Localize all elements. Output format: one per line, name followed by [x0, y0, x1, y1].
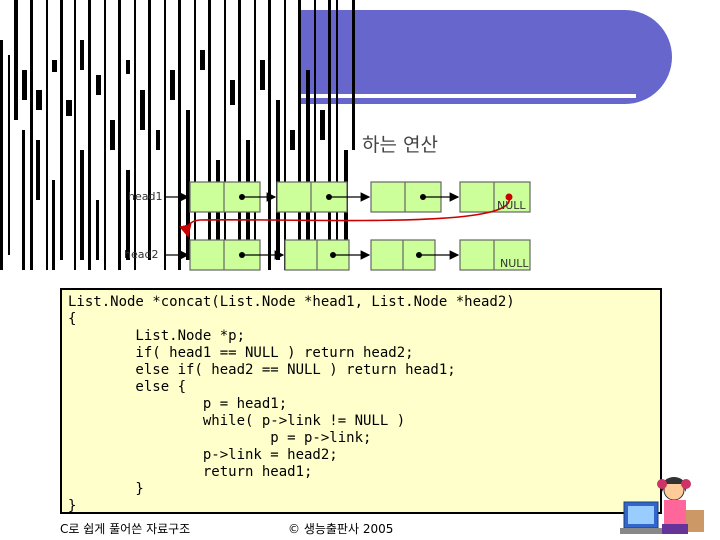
- footer-book-title: C로 쉽게 풀어쓴 자료구조: [60, 520, 190, 537]
- code-line: List.Node *concat(List.Node *head1, List…: [68, 294, 660, 311]
- code-line: while( p->link != NULL ): [68, 413, 660, 430]
- code-listing: List.Node *concat(List.Node *head1, List…: [60, 288, 662, 514]
- head2-label: head2: [124, 248, 158, 261]
- student-computer-illustration: [616, 462, 720, 540]
- code-line: if( head1 == NULL ) return head2;: [68, 345, 660, 362]
- code-line: {: [68, 311, 660, 328]
- code-line: return head1;: [68, 464, 660, 481]
- code-line: p = head1;: [68, 396, 660, 413]
- footer-copyright: © 생능출판사 2005: [288, 520, 393, 537]
- null1-label: NULL: [497, 199, 526, 212]
- head1-label: head1: [128, 190, 162, 203]
- code-line: List.Node *p;: [68, 328, 660, 345]
- linked-list-diagram: [0, 0, 720, 290]
- null2-label: NULL: [500, 257, 529, 270]
- code-line: }: [68, 498, 660, 515]
- code-line: p->link = head2;: [68, 447, 660, 464]
- code-line: else {: [68, 379, 660, 396]
- code-line: p = p->link;: [68, 430, 660, 447]
- code-line: }: [68, 481, 660, 498]
- code-line: else if( head2 == NULL ) return head1;: [68, 362, 660, 379]
